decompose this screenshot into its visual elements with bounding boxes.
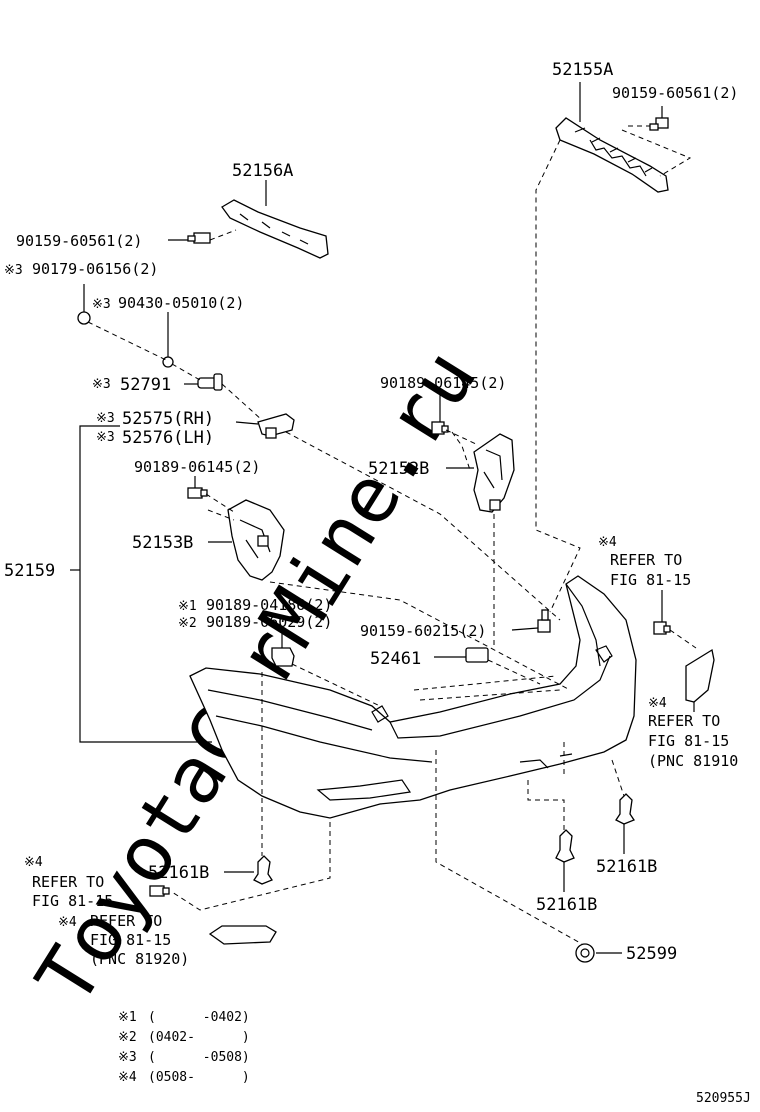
legend-mark-2: ※2 bbox=[118, 1030, 137, 1045]
part-52575-retainer bbox=[257, 413, 295, 439]
label-52576: 52576(LH) bbox=[122, 428, 214, 448]
washer-90430-05010 bbox=[162, 356, 174, 368]
legend-mark-1: ※1 bbox=[118, 1010, 137, 1025]
legend: ※1 ( -0402) ※2 (0402- ) ※3 ( -0508) ※4 (… bbox=[118, 1010, 250, 1085]
fig-ref-right-upper: FIG 81-15 bbox=[610, 571, 691, 589]
mark-3-52791: ※3 bbox=[92, 377, 111, 392]
legend-range-1: ( -0402) bbox=[148, 1010, 250, 1025]
cap-52599 bbox=[575, 943, 595, 963]
label-90189-06145-right: 90189-06145(2) bbox=[380, 374, 506, 392]
fig-ref-left-1: FIG 81-15 bbox=[32, 892, 113, 910]
part-52159-bumper-cover bbox=[189, 575, 637, 819]
label-52161b-mid: 52161B bbox=[536, 895, 597, 915]
label-90189-04186: 90189-04186(2) bbox=[206, 596, 332, 614]
label-52159: 52159 bbox=[4, 561, 55, 581]
label-90430-05010: 90430-05010(2) bbox=[118, 294, 244, 312]
label-52153b: 52153B bbox=[132, 533, 193, 553]
pnc-81920: (PNC 81920) bbox=[90, 950, 189, 968]
clip-52161b-right bbox=[615, 793, 635, 825]
label-52152b: 52152B bbox=[368, 459, 429, 479]
legend-range-2: (0402- ) bbox=[148, 1030, 250, 1045]
mark-4-left-1: ※4 bbox=[24, 855, 43, 870]
label-90159-60561-top: 90159-60561(2) bbox=[612, 84, 738, 102]
fig-ref-left-2: FIG 81-15 bbox=[90, 931, 171, 949]
label-52155a: 52155A bbox=[552, 60, 613, 80]
refer-to-left-2: REFER TO bbox=[90, 912, 162, 930]
mark-3-90179: ※3 bbox=[4, 263, 23, 278]
legend-range-4: (0508- ) bbox=[148, 1070, 250, 1085]
part-52156a-bracket bbox=[221, 199, 329, 259]
bolt-refer-81-15-right bbox=[653, 621, 671, 635]
mark-4-right-lower: ※4 bbox=[648, 696, 667, 711]
leader-lines bbox=[70, 82, 697, 954]
label-52461: 52461 bbox=[370, 649, 421, 669]
mark-3-52575: ※3 bbox=[96, 411, 115, 426]
label-52791: 52791 bbox=[120, 375, 171, 395]
figure-id: 520955J bbox=[696, 1091, 751, 1106]
mark-4-right-upper: ※4 bbox=[598, 535, 617, 550]
reflector-81910 bbox=[685, 648, 715, 703]
label-52156a: 52156A bbox=[232, 161, 293, 181]
label-52161b-right: 52161B bbox=[596, 857, 657, 877]
bolt-90159-60561-left bbox=[187, 232, 211, 244]
legend-mark-3: ※3 bbox=[118, 1050, 137, 1065]
part-52152b-bracket bbox=[473, 433, 515, 513]
mark-4-left-2: ※4 bbox=[58, 915, 77, 930]
bolt-90159-60561-top bbox=[649, 117, 669, 131]
bolt-90189-06145-right bbox=[431, 421, 449, 435]
fig-ref-right-lower: FIG 81-15 bbox=[648, 732, 729, 750]
legend-range-3: ( -0508) bbox=[148, 1050, 250, 1065]
label-90189-06145-left: 90189-06145(2) bbox=[134, 458, 260, 476]
label-90159-60215: 90159-60215(2) bbox=[360, 622, 486, 640]
bolt-refer-81-15-left bbox=[149, 885, 170, 897]
label-52575: 52575(RH) bbox=[122, 409, 214, 429]
reflector-81920 bbox=[208, 925, 277, 945]
label-52161b-left: 52161B bbox=[148, 863, 209, 883]
label-52599: 52599 bbox=[626, 944, 677, 964]
mark-3-52576: ※3 bbox=[96, 430, 115, 445]
part-52153b-bracket bbox=[227, 499, 285, 581]
refer-to-right-upper: REFER TO bbox=[610, 551, 682, 569]
mark-1: ※1 bbox=[178, 599, 197, 614]
mark-3-90430: ※3 bbox=[92, 297, 111, 312]
label-90159-60561-left: 90159-60561(2) bbox=[16, 232, 142, 250]
label-90189-06029: 90189-06029(2) bbox=[206, 613, 332, 631]
part-52155a-bracket bbox=[555, 117, 669, 193]
refer-to-right-lower: REFER TO bbox=[648, 712, 720, 730]
bolt-90159-60215 bbox=[537, 609, 551, 633]
legend-mark-4: ※4 bbox=[118, 1070, 137, 1085]
part-52791-pin bbox=[197, 373, 223, 391]
label-90179-06156: 90179-06156(2) bbox=[32, 260, 158, 278]
clip-52161b-left bbox=[253, 855, 273, 885]
mark-2: ※2 bbox=[178, 616, 197, 631]
clip-52161b-mid bbox=[555, 829, 575, 863]
part-52461-retainer bbox=[465, 647, 489, 663]
pnc-81910: (PNC 81910 bbox=[648, 752, 738, 770]
bolt-90189-06145-left bbox=[187, 487, 208, 499]
clip-90189-04186 bbox=[271, 647, 295, 667]
refer-to-left-1: REFER TO bbox=[32, 873, 104, 891]
